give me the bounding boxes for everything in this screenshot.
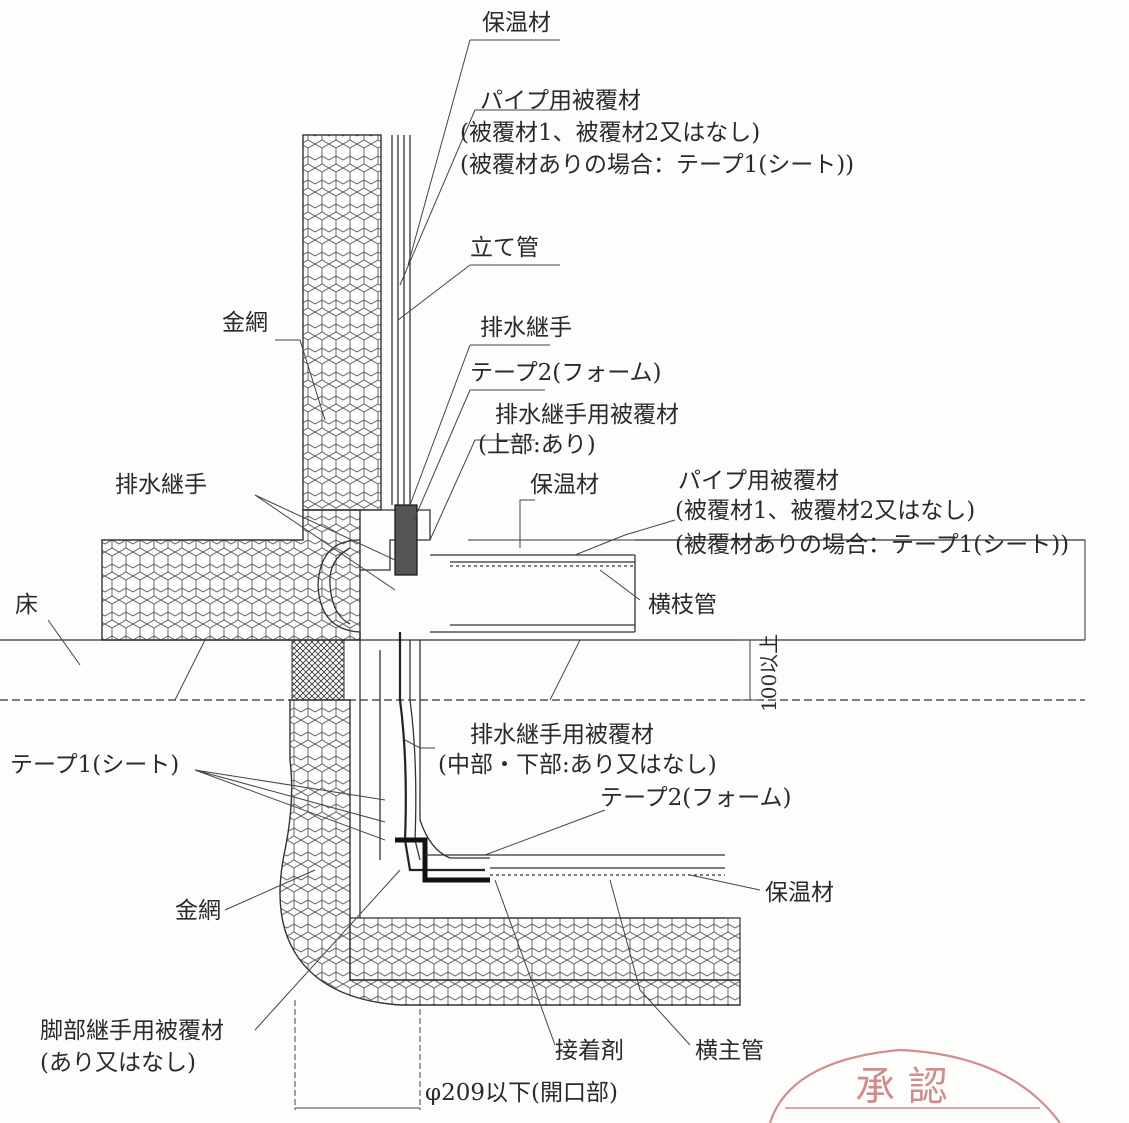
label-foot-joint-cover-1: 脚部継手用被覆材 bbox=[40, 1018, 224, 1044]
label-drain-joint-left: 排水継手 bbox=[115, 472, 207, 498]
label-branch-pipe: 横枝管 bbox=[648, 592, 717, 618]
label-joint-cover-upper-2: (上部:あり) bbox=[478, 432, 596, 458]
stamp-text: 承 認 bbox=[855, 1064, 948, 1110]
label-insulation-bottom: 保温材 bbox=[765, 880, 834, 906]
floor-slab bbox=[0, 639, 1085, 701]
label-joint-cover-upper-1: 排水継手用被覆材 bbox=[495, 402, 679, 428]
label-floor: 床 bbox=[15, 592, 38, 618]
label-pipe-cover-top-1: パイプ用被覆材 bbox=[480, 88, 641, 114]
label-insulation-top: 保温材 bbox=[482, 10, 551, 36]
label-adhesive: 接着剤 bbox=[555, 1038, 624, 1064]
label-dim-100: 100以上 bbox=[757, 634, 781, 712]
approval-stamp: 承 認 bbox=[768, 1048, 1061, 1123]
leader-lines bbox=[47, 39, 761, 1046]
vertical-wire-mesh-insulation bbox=[302, 134, 382, 511]
label-pipe-cover-right-2: (被覆材1、被覆材2又はなし) bbox=[675, 498, 975, 524]
label-joint-cover-mid-2: (中部・下部:あり又はなし) bbox=[438, 752, 717, 778]
floor-insulation-band bbox=[101, 509, 1086, 641]
label-tape2-upper: テープ2(フォーム) bbox=[470, 360, 662, 386]
label-wire-mesh-top: 金網 bbox=[222, 310, 268, 336]
branch-pipe bbox=[430, 539, 1085, 633]
label-insulation-mid: 保温材 bbox=[530, 472, 599, 498]
label-foot-joint-cover-2: (あり又はなし) bbox=[40, 1050, 196, 1076]
label-pipe-cover-right-1: パイプ用被覆材 bbox=[678, 468, 839, 494]
main-horizontal-pipe bbox=[420, 854, 725, 919]
label-pipe-cover-top-3: (被覆材ありの場合：テープ1(シート)) bbox=[460, 152, 854, 178]
label-pipe-cover-right-3: (被覆材ありの場合：テープ1(シート)) bbox=[675, 532, 1069, 558]
label-pipe-cover-top-2: (被覆材1、被覆材2又はなし) bbox=[460, 120, 760, 146]
label-opening-dim: φ209以下(開口部) bbox=[425, 1080, 618, 1106]
label-tape2-lower: テープ2(フォーム) bbox=[600, 785, 792, 811]
label-main-pipe: 横主管 bbox=[695, 1038, 764, 1064]
label-riser: 立て管 bbox=[470, 235, 539, 261]
label-joint-cover-mid-1: 排水継手用被覆材 bbox=[470, 722, 654, 748]
dimension-lines bbox=[294, 639, 760, 1110]
riser-pipe bbox=[391, 135, 411, 505]
label-tape1-left: テープ1(シート) bbox=[10, 752, 179, 778]
label-drain-joint-upper: 排水継手 bbox=[480, 315, 572, 341]
label-wire-mesh-bottom: 金網 bbox=[175, 898, 221, 924]
drain-joint-body bbox=[317, 504, 490, 918]
labels: 保温材 パイプ用被覆材 (被覆材1、被覆材2又はなし) (被覆材ありの場合：テー… bbox=[10, 10, 1069, 1106]
lower-wire-mesh-insulation bbox=[279, 639, 741, 1006]
